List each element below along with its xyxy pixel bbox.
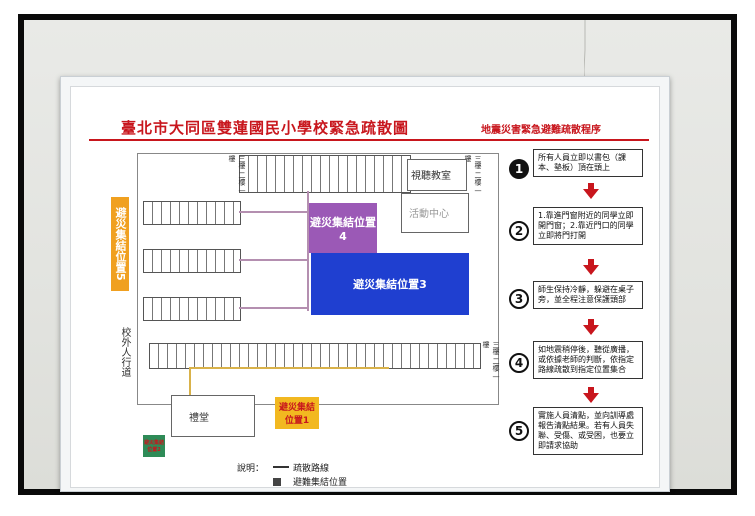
building-top xyxy=(239,155,411,193)
arrow-4 xyxy=(583,393,599,403)
evacuation-poster: 臺北市大同區雙蓮國民小學校緊急疏散圖 地震災害緊急避難疏散程序 三樓 二樓 一樓… xyxy=(70,86,660,488)
route-5 xyxy=(189,367,191,413)
legend-heading: 說明： xyxy=(237,464,265,474)
legend-assembly-label: 避難集結位置 xyxy=(293,478,348,488)
assembly-zone-4: 避災集結位置4 xyxy=(309,203,377,253)
route-3 xyxy=(239,307,309,309)
photograph: 臺北市大同區雙蓮國民小學校緊急疏散圖 地震災害緊急避難疏散程序 三樓 二樓 一樓… xyxy=(18,14,737,495)
floors-top-left: 三樓 二樓 一樓 xyxy=(228,155,246,195)
arrow-1 xyxy=(583,189,599,199)
step-2-text: 1.靠進門窗附近的同學立即開門窗；2.靠近門口的同學立即將門打開 xyxy=(533,207,643,245)
route-2 xyxy=(239,259,309,261)
step-4-number: 4 xyxy=(509,353,529,373)
activity-center xyxy=(401,193,469,233)
legend-route-label: 疏散路線 xyxy=(293,464,330,474)
floors-top-right: 三樓 二樓 一樓 xyxy=(464,155,482,195)
route-6 xyxy=(189,367,389,369)
building-left-1 xyxy=(143,201,241,225)
step-1-number: 1 xyxy=(509,159,529,179)
building-bottom xyxy=(149,343,481,369)
arrow-4-stem xyxy=(588,387,594,393)
assembly-zone-2: 避災集結位置2 xyxy=(143,435,165,457)
assembly-zone-3: 避災集結位置3 xyxy=(311,253,469,315)
building-left-2 xyxy=(143,249,241,273)
step-1-text: 所有人員立即以書包（課本、墊板）頂在頭上 xyxy=(533,149,643,177)
step-3-number: 3 xyxy=(509,289,529,309)
arrow-2 xyxy=(583,265,599,275)
av-room-label: 視聽教室 xyxy=(411,171,451,182)
assembly-zone-1: 避災集結位置1 xyxy=(275,397,319,429)
step-5-number: 5 xyxy=(509,421,529,441)
arrow-3-stem xyxy=(588,319,594,325)
sidewalk-label: 校外人行道 xyxy=(119,327,130,377)
step-2-number: 2 xyxy=(509,221,529,241)
legend-assembly-swatch xyxy=(273,478,281,486)
av-room xyxy=(407,159,467,191)
legend-route-swatch xyxy=(273,466,289,468)
step-5-text: 實施人員清點，並向訓導處報告清點結果。若有人員失聯、受傷、或受困，也要立即請求協… xyxy=(533,407,643,455)
procedure-steps: 1 所有人員立即以書包（課本、墊板）頂在頭上 2 1.靠進門窗附近的同學立即開門… xyxy=(509,149,649,479)
title-underline xyxy=(89,139,649,141)
arrow-1-stem xyxy=(588,183,594,189)
assembly-zone-5: 避災集結位置5 xyxy=(111,197,129,291)
route-1 xyxy=(239,211,309,213)
activity-center-label: 活動中心 xyxy=(409,209,449,220)
auditorium xyxy=(171,395,255,437)
campus-map: 三樓 二樓 一樓 三樓 二樓 一樓 視聽教室 活動中心 三樓 二樓 一樓 xyxy=(89,145,500,488)
step-4-text: 如地震稍停後，聽從廣播，或依據老師的判斷，依指定路線疏散到指定位置集合 xyxy=(533,341,643,379)
auditorium-label: 禮堂 xyxy=(189,413,209,424)
floors-bottom-right: 三樓 二樓 一樓 xyxy=(482,341,500,381)
procedure-title: 地震災害緊急避難疏散程序 xyxy=(481,125,601,136)
poster-title: 臺北市大同區雙蓮國民小學校緊急疏散圖 xyxy=(121,119,410,137)
building-left-3 xyxy=(143,297,241,321)
arrow-2-stem xyxy=(588,259,594,265)
step-3-text: 師生保持冷靜，躲避在桌子旁，並全程注意保護頭部 xyxy=(533,281,643,309)
route-4 xyxy=(307,191,309,311)
arrow-3 xyxy=(583,325,599,335)
